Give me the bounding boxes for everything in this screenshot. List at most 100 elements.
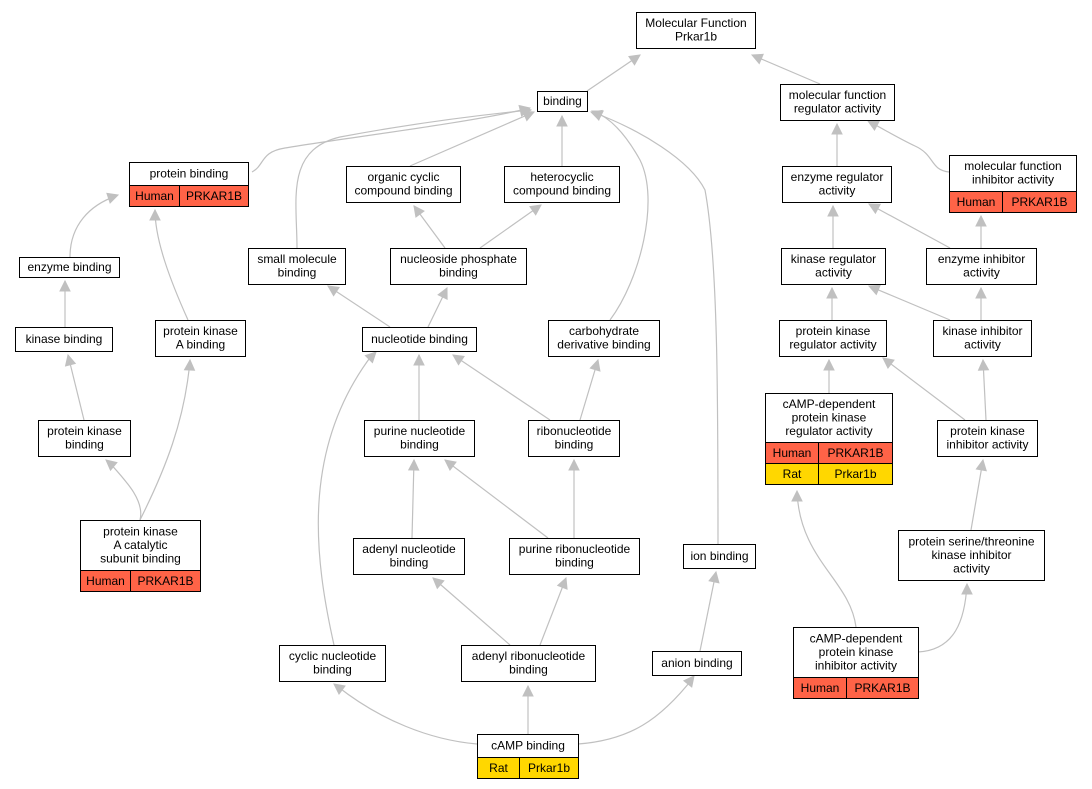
edge-ribonucleotide-nucleotide-arrowhead: [452, 354, 465, 366]
edge-carbohydrate-binding: [594, 111, 649, 321]
node-box: [528, 420, 620, 457]
gene-cell: [846, 677, 919, 699]
node-label-line: subunit binding: [100, 551, 181, 565]
gene-cell: [519, 757, 579, 779]
edge-campbinding-cyclicnucleotide: [336, 685, 478, 745]
gene-label: PRKAR1B: [137, 574, 193, 588]
node-label-line: purine nucleotide: [374, 424, 466, 438]
node-box: [683, 544, 756, 569]
node-label-line: inhibitor activity: [972, 173, 1054, 187]
node-box: [509, 538, 640, 575]
node-binding[interactable]: binding: [537, 91, 588, 112]
species-label: Human: [957, 195, 996, 209]
edge-pkinhib-kinaseinhib-arrowhead: [977, 358, 990, 371]
edge-anion-ion-arrowhead: [708, 570, 720, 584]
edge-adenylribo-adenylnucleotide: [432, 577, 511, 646]
node-box: [537, 91, 588, 112]
edge-adenylnucleotide-purinenucleotide: [411, 459, 415, 539]
node-box: [781, 248, 886, 285]
gene-label: Prkar1b: [834, 467, 876, 481]
node-box: [937, 420, 1038, 457]
node-kinase-binding[interactable]: kinase binding: [15, 327, 113, 352]
edge-nucleotide-smallmolecule-arrowhead: [327, 285, 340, 297]
node-nucleotide-binding[interactable]: nucleotide binding: [362, 327, 477, 352]
edge-binding-mf-root-arrowhead: [628, 54, 641, 66]
node-anion-binding[interactable]: anion binding: [652, 651, 742, 676]
node-box: [548, 320, 660, 357]
node-label-line: kinase binding: [26, 332, 103, 346]
node-box: [155, 320, 246, 357]
node-box: [504, 166, 620, 203]
node-label-line: heterocyclic: [530, 170, 593, 184]
edge-ion-binding-arrowhead: [589, 109, 603, 121]
edge-serthrinhib-pkinhib: [970, 459, 984, 531]
node-ion-binding[interactable]: ion binding: [683, 544, 756, 569]
edge-pkacatalytic-pkabinding: [139, 359, 191, 521]
node-box: [933, 320, 1032, 357]
edge-small-molecule-binding: [295, 109, 531, 249]
edge-pkacatalytic-pkabinding-arrowhead: [183, 358, 196, 371]
node-box: [636, 12, 756, 49]
edge-ribonucleotide-nucleotide: [452, 354, 551, 421]
node-box: [780, 84, 895, 121]
node-label-line: binding: [313, 663, 352, 677]
node-label-line: ribonucleotide: [537, 424, 612, 438]
node-label-line: nucleotide binding: [371, 332, 468, 346]
node-label-line: molecular function: [789, 88, 886, 102]
gene-label: PRKAR1B: [186, 189, 242, 203]
edge-kinaseinhib-enzymeinhib-arrowhead: [975, 286, 987, 299]
edge-nucleosidephosphate-heterocyclic-arrowhead: [529, 204, 542, 216]
node-box: [898, 530, 1045, 581]
edge-protein-binding-binding: [251, 107, 531, 173]
node-label-line: kinase inhibitor: [931, 548, 1011, 562]
node-box: [248, 248, 346, 285]
node-label-line: carbohydrate: [569, 324, 639, 338]
edge-camppkinhib-camppkreg: [796, 491, 857, 628]
node-label-line: purine ribonucleotide: [519, 542, 631, 556]
species-label: Rat: [489, 761, 508, 775]
edge-pkinhib-pkreg-arrowhead: [882, 357, 895, 369]
gene-cell: [818, 463, 893, 485]
node-label-line: small molecule: [257, 252, 337, 266]
gene-cell: [130, 570, 201, 592]
node-label-line: compound binding: [513, 184, 611, 198]
node-enzyme-binding[interactable]: enzyme binding: [19, 257, 120, 278]
gene-label: PRKAR1B: [827, 446, 883, 460]
node-label-line: protein kinase: [819, 645, 894, 659]
node-label-line: regulator activity: [794, 102, 881, 116]
species-label: Human: [86, 574, 125, 588]
node-box: [346, 166, 461, 203]
node-box: [926, 248, 1037, 285]
node-label-line: activity: [819, 184, 856, 198]
node-label-line: activity: [953, 561, 990, 575]
edge-enzymeinhib-enzymereg: [868, 203, 951, 249]
